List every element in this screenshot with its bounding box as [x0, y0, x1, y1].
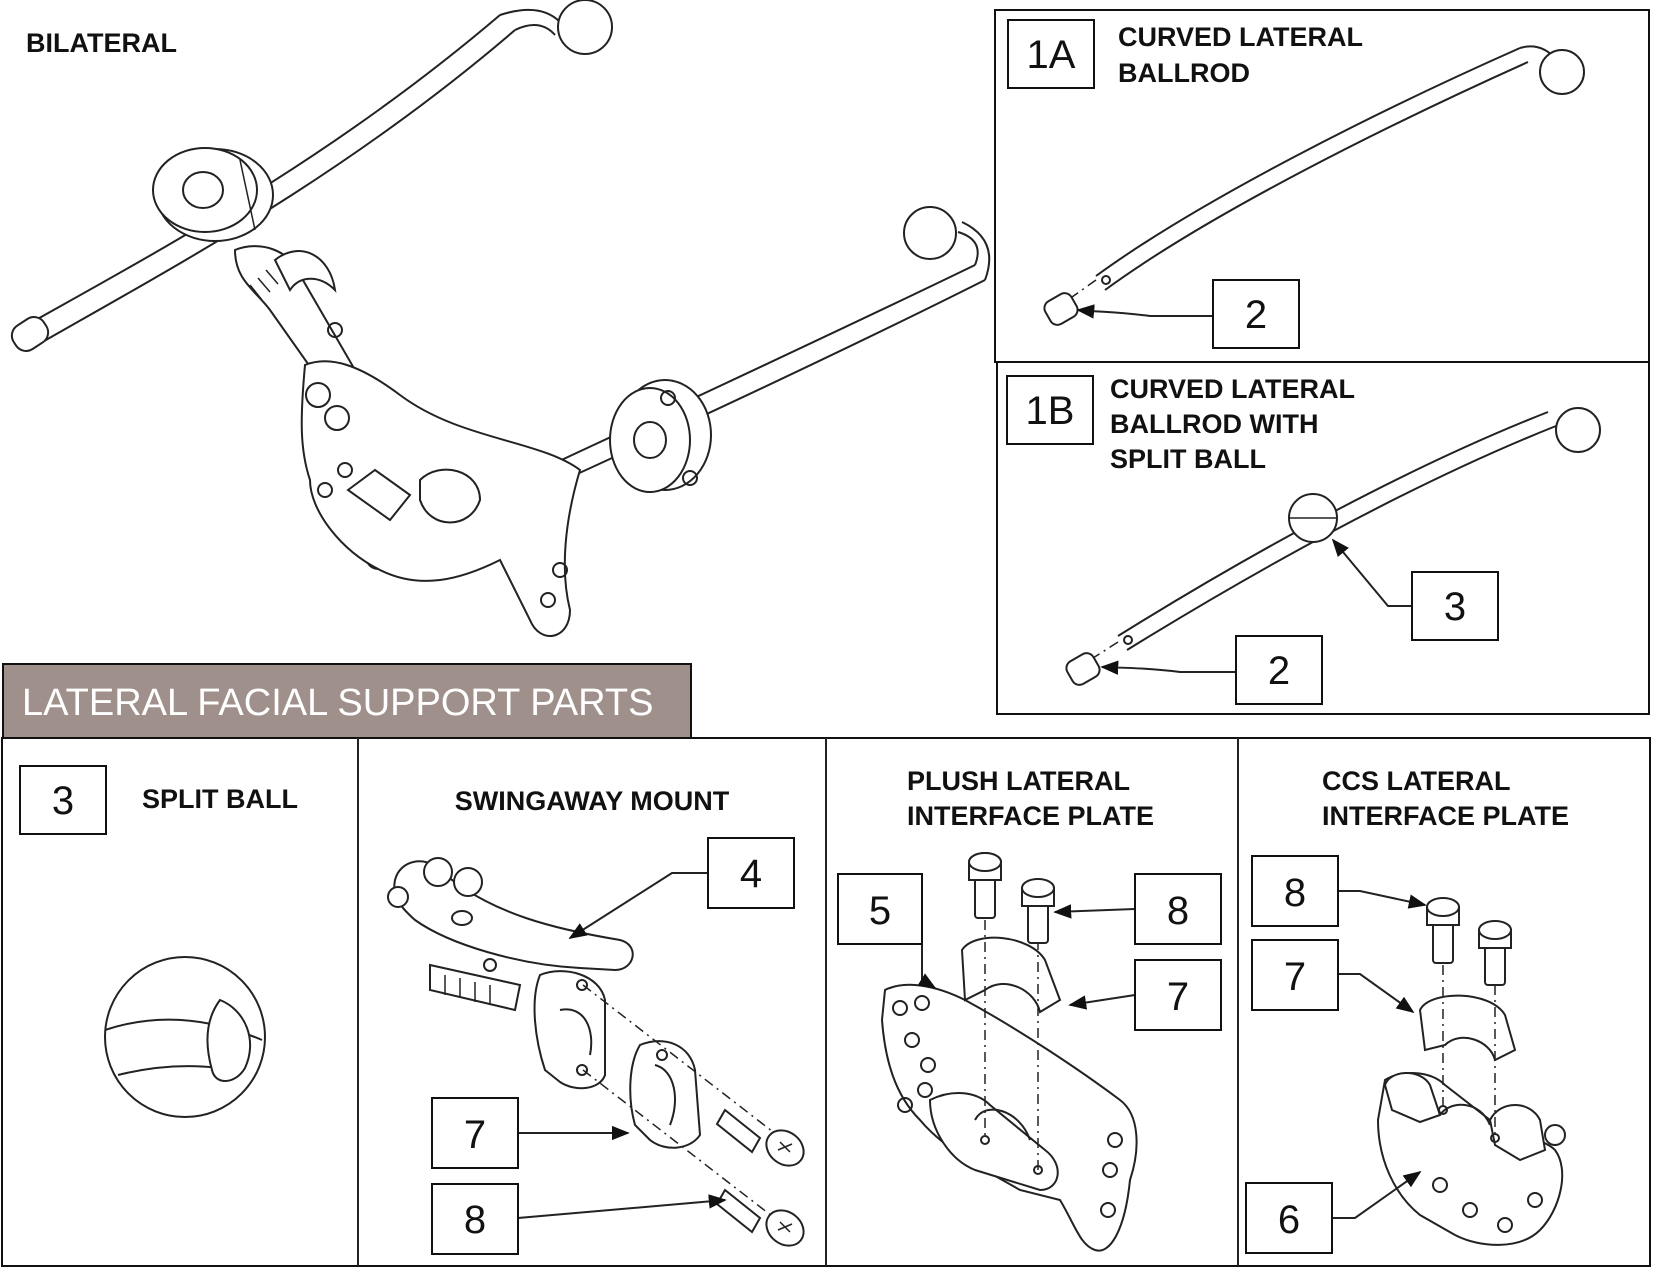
panel-1a-callout-2: 2	[1245, 293, 1267, 337]
panel-1a-title-line1: CURVED LATERAL	[1118, 22, 1363, 52]
bilateral-title: BILATERAL	[26, 28, 177, 58]
plush-screw-right	[1021, 878, 1055, 944]
plush-screw-left	[968, 852, 1002, 919]
panel-1b-title-line3: SPLIT BALL	[1110, 444, 1266, 474]
ballrod-with-split-ball-illustration	[1065, 407, 1601, 686]
panel-1b-title-line2: BALLROD WITH	[1110, 409, 1318, 439]
ccs-callout-6-box	[1245, 1182, 1333, 1254]
plush-title-line1: PLUSH LATERAL	[907, 766, 1130, 796]
parts-header-bar	[2, 663, 692, 739]
plush-callout-7: 7	[1167, 975, 1189, 1019]
panel-1b-callout-2-box	[1235, 635, 1323, 705]
split-ball-cell: 3 SPLIT BALL	[19, 765, 298, 1118]
bilateral-ball-right	[903, 206, 957, 260]
bilateral-plate	[300, 360, 582, 637]
panel-1b-callout-3-box	[1411, 571, 1499, 641]
panel-1b-number: 1B	[1026, 389, 1075, 433]
ccs-cell: CCS LATERAL INTERFACE PLATE	[1245, 766, 1569, 1254]
plush-title-line2: INTERFACE PLATE	[907, 801, 1154, 831]
swingaway-callout-7: 7	[464, 1113, 486, 1157]
curved-lateral-ballrod-illustration	[1043, 45, 1585, 326]
ccs-callout-8: 8	[1284, 871, 1306, 915]
swingaway-screw-upper	[715, 1108, 805, 1167]
panel-1a: 1A CURVED LATERAL BALLROD 2	[994, 9, 1650, 363]
panel-1b: 1B CURVED LATERAL BALLROD WITH SPLIT BAL…	[996, 361, 1650, 715]
swingaway-callout-8: 8	[464, 1198, 486, 1242]
plush-callout-5-box	[837, 873, 923, 945]
plush-cell: PLUSH LATERAL INTERFACE PLATE	[837, 766, 1222, 1252]
panel-1b-callout-3: 3	[1444, 585, 1466, 629]
plush-callout-5: 5	[869, 889, 891, 933]
panel-1a-number: 1A	[1027, 33, 1076, 77]
bilateral-assembly-illustration: BILATERAL	[10, 0, 991, 637]
parts-header-label: LATERAL FACIAL SUPPORT PARTS	[22, 682, 653, 724]
ccs-screw-left	[1426, 897, 1460, 964]
split-ball-number: 3	[52, 779, 74, 823]
split-ball-illustration	[104, 956, 266, 1118]
plush-callout-8: 8	[1167, 889, 1189, 933]
ballrod-1b-ball	[1555, 407, 1601, 453]
plush-callout-7-box	[1134, 959, 1222, 1031]
swingaway-screw-lower	[715, 1188, 805, 1247]
split-ball-title: SPLIT BALL	[142, 784, 298, 814]
swingaway-cell: SWINGAWAY MOUNT	[387, 786, 805, 1255]
ballrod-1a-end-cap	[1043, 292, 1079, 326]
bilateral-end-cap-left	[10, 316, 50, 352]
ballrod-1b-end-cap	[1065, 652, 1101, 686]
swingaway-callout-4: 4	[740, 852, 762, 896]
panel-1b-callout-2: 2	[1268, 649, 1290, 693]
ccs-title-line2: INTERFACE PLATE	[1322, 801, 1569, 831]
ccs-callout-8-box	[1251, 855, 1339, 927]
panel-1a-title-line2: BALLROD	[1118, 58, 1250, 88]
split-ball-number-box	[19, 765, 107, 835]
swingaway-mount-illustration	[387, 857, 805, 1247]
swingaway-callout-8-box	[431, 1183, 519, 1255]
swingaway-callout-4-box	[707, 837, 795, 909]
ccs-callout-7: 7	[1284, 955, 1306, 999]
ccs-callout-7-box	[1251, 939, 1339, 1011]
parts-table	[1, 737, 1651, 1267]
ccs-plate-illustration	[1376, 897, 1566, 1246]
parts-header: LATERAL FACIAL SUPPORT PARTS	[2, 663, 692, 739]
plush-callout-8-box	[1134, 873, 1222, 945]
bilateral-clamp-right	[609, 379, 712, 493]
swingaway-title: SWINGAWAY MOUNT	[455, 786, 730, 816]
panel-1a-number-box	[1007, 19, 1095, 89]
panel-1b-title-line1: CURVED LATERAL	[1110, 374, 1355, 404]
ballrod-1a-ball	[1539, 49, 1585, 95]
swingaway-callout-7-box	[431, 1097, 519, 1169]
bilateral-ball-left	[557, 0, 613, 55]
plush-plate-illustration	[880, 852, 1138, 1252]
ccs-screw-right	[1478, 920, 1512, 986]
ccs-callout-6: 6	[1278, 1198, 1300, 1242]
bilateral-clamp-left	[152, 147, 274, 242]
ccs-title-line1: CCS LATERAL	[1322, 766, 1511, 796]
panel-1a-callout-2-box	[1212, 279, 1300, 349]
panel-1b-number-box	[1006, 375, 1094, 445]
